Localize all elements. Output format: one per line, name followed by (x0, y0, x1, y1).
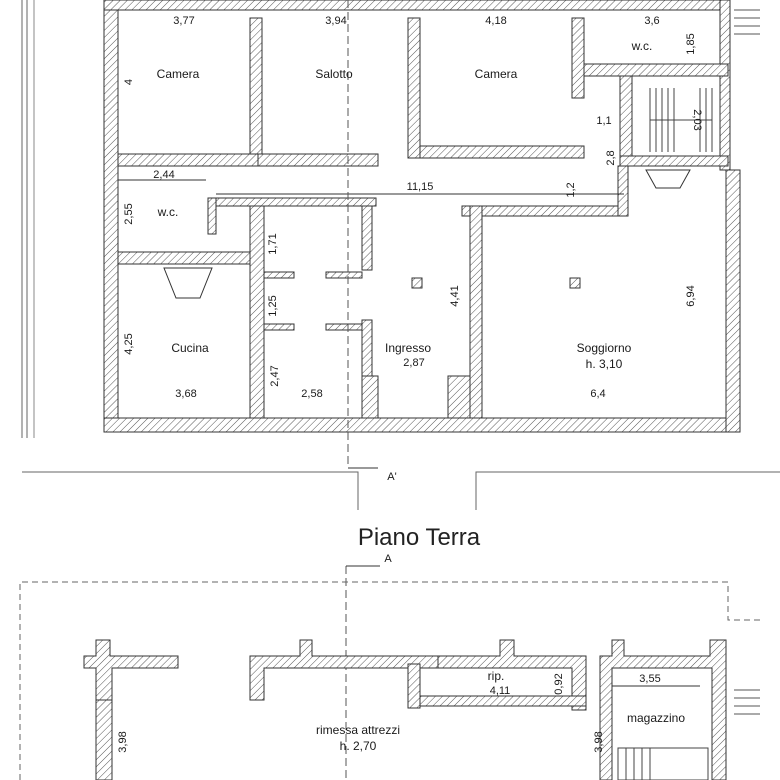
exterior-wall-west (103, 0, 119, 433)
wall-bath-stub (325, 323, 363, 331)
wall-salotto-corridor (257, 153, 379, 167)
wall-ingresso-west-bottom (361, 319, 373, 377)
exterior-steps (734, 689, 760, 715)
room-label-rimessa: rimessa attrezzi (316, 723, 400, 737)
room-label-salotto: Salotto (315, 67, 353, 81)
staircase (649, 88, 713, 152)
dimension-label: 2,47 (269, 365, 281, 386)
dimension-label: 3,98 (117, 731, 129, 752)
dimension-label: 2,44 (153, 169, 174, 181)
dimension-label: 6,94 (685, 285, 697, 306)
dimension-label: 11,15 (407, 181, 434, 193)
dimension-label: 4,41 (449, 285, 461, 306)
dimension-label: 3,6 (644, 15, 659, 27)
wall-camera-wc (571, 17, 585, 99)
wall-entry-left (361, 375, 379, 419)
wall-wc-bottom (583, 63, 729, 77)
dimension-label: 4,18 (485, 15, 506, 27)
dimension-label: 1,71 (267, 233, 279, 254)
exterior-wall-north (103, 0, 721, 11)
wall-camera-corridor (117, 153, 259, 167)
dimension-label: 1,25 (267, 295, 279, 316)
room-label-ingresso: Ingresso (385, 341, 431, 355)
section-label-bottom: A (384, 553, 392, 565)
wall-cucina-east (249, 205, 265, 419)
basement-wall-magazzino (599, 639, 727, 780)
dimension-label: 4 (123, 79, 135, 85)
room-label-magazzino: magazzino (627, 711, 685, 725)
dimension-label: 2,58 (301, 388, 322, 400)
dimension-label: 3,68 (175, 388, 196, 400)
room-height-soggiorno: h. 3,10 (586, 357, 623, 371)
basement-wall-west (83, 639, 179, 701)
fireplace (645, 169, 691, 189)
fireplace (163, 267, 213, 299)
exterior-steps (734, 9, 760, 35)
dimension-label: 0,92 (553, 673, 565, 694)
wall-bath-stub (325, 271, 363, 279)
basement-wall-west-lower (95, 699, 113, 780)
room-label-soggiorno: Soggiorno (577, 341, 632, 355)
wall-bath-stub (263, 271, 295, 279)
basement-wall-rip (437, 639, 587, 711)
basement-stair (617, 747, 709, 780)
dimension-label: 1,85 (685, 33, 697, 54)
dimension-label: 3,94 (325, 15, 346, 27)
room-height-rimessa: h. 2,70 (340, 739, 377, 753)
terrain-line (475, 471, 780, 510)
wall-stair (619, 75, 633, 157)
wall-corridor-south (215, 197, 377, 207)
wall-wc-cucina (117, 251, 259, 265)
dimension-label: 1,2 (565, 182, 577, 197)
dimension-label: 2,87 (403, 357, 424, 369)
dimension-label: 4,25 (123, 333, 135, 354)
dimension-label: 6,4 (590, 388, 605, 400)
dimension-label: 2,8 (605, 150, 617, 165)
dimension-label: 1,1 (596, 115, 611, 127)
exterior-wall-northeast (719, 0, 731, 171)
room-label-rip: rip. (488, 669, 505, 683)
terrain-outline (19, 581, 760, 780)
room-label-cucina: Cucina (171, 341, 209, 355)
dimension-label: 3,55 (639, 673, 660, 685)
room-label-camera-right: Camera (475, 67, 518, 81)
pillar (569, 277, 581, 289)
dimension-label: 4,11 (490, 685, 511, 697)
wall-soggiorno-west (469, 205, 483, 419)
exterior-wall-south (103, 417, 741, 433)
ground-floor-plan (21, 0, 780, 510)
dimension-label: 2,03 (691, 109, 703, 130)
wall-camera-salotto (249, 17, 263, 167)
dimension-label: 2,55 (123, 203, 135, 224)
section-label-top: A' (387, 471, 396, 483)
pillar (411, 277, 423, 289)
exterior-wall-east (725, 169, 741, 433)
wall-soggiorno-nw (617, 165, 629, 217)
terrain-line (22, 471, 359, 510)
wall-camera2-corridor (419, 145, 585, 159)
wall-wc-stub (207, 197, 217, 235)
wall-stair-bottom (619, 155, 729, 167)
plan-title: Piano Terra (358, 524, 481, 551)
dimension-label: 3,98 (593, 731, 605, 752)
room-label-wc-left: w.c. (157, 205, 179, 219)
wall-bath-stub (263, 323, 295, 331)
wall-salotto-camera (407, 17, 421, 159)
room-label-wc-top: w.c. (631, 39, 653, 53)
basement-plan (19, 565, 760, 780)
room-label-camera-left: Camera (157, 67, 200, 81)
basement-wall-rip-left (407, 663, 421, 709)
wall-soggiorno-north (461, 205, 627, 217)
dimension-label: 3,77 (173, 15, 194, 27)
wall-entry-right (447, 375, 471, 419)
basement-wall-rip-bottom (419, 695, 587, 707)
wall-ingresso-west-top (361, 205, 373, 271)
